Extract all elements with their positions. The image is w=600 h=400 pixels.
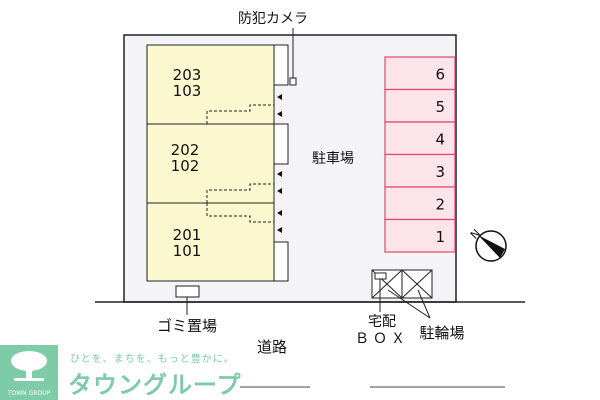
garbage-label: ゴミ置場	[157, 317, 217, 335]
parking-space-number: 5	[435, 98, 445, 116]
balcony	[273, 44, 289, 86]
parking-space	[384, 218, 456, 253]
delivery-label: 宅配	[368, 314, 396, 330]
unit-lower: 102	[171, 157, 200, 175]
garbage-area	[175, 285, 200, 298]
balcony	[273, 241, 289, 282]
logo-brand: タウングループ	[68, 371, 242, 399]
entrance-arrows	[277, 94, 282, 233]
parking-space	[384, 88, 456, 123]
building: 203 103 202 102 201 101	[146, 44, 289, 282]
camera-label: 防犯カメラ	[238, 11, 308, 27]
parking-space-number: 1	[435, 228, 445, 246]
north-compass-icon: N	[468, 227, 507, 262]
town-group-logo: TOWN GROUP	[0, 345, 58, 400]
delivery-label-box: ＢＯＸ	[355, 331, 409, 347]
logo-tagline: ひとを、まちを、もっと豊かに。	[70, 354, 235, 365]
unit-upper: 203	[173, 66, 202, 84]
parking-space-number: 4	[435, 130, 445, 148]
parking-space-number: 6	[435, 65, 445, 83]
unit-lower: 103	[173, 82, 202, 100]
logo-caption: TOWN GROUP	[7, 390, 51, 397]
balcony	[273, 123, 289, 165]
parking-space-number: 3	[435, 163, 445, 181]
parking-label: 駐車場	[312, 150, 354, 167]
bicycle-parking	[371, 269, 433, 319]
parking-lot: 6 5 4 3 2 1	[384, 56, 456, 253]
bicycle-label: 駐輪場	[419, 324, 464, 342]
unit-lower: 101	[173, 242, 202, 260]
parking-space	[384, 56, 456, 91]
tree-icon	[11, 351, 47, 381]
unit-upper: 202	[171, 141, 200, 159]
delivery-box	[374, 272, 387, 280]
parking-space-number: 2	[435, 195, 445, 213]
unit-upper: 201	[173, 226, 202, 244]
road-label: 道路	[257, 338, 287, 356]
camera-icon	[289, 77, 297, 86]
parking-space	[384, 121, 456, 156]
